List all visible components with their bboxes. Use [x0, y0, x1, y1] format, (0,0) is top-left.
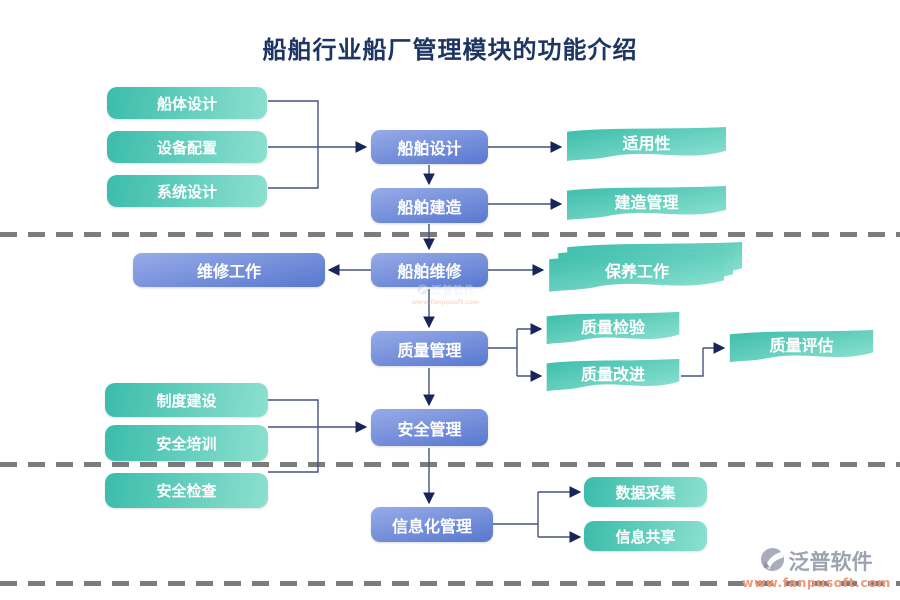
node-label: 质量管理: [397, 340, 462, 360]
node-label: 安全管理: [397, 419, 462, 439]
dashed-divider-3: [0, 581, 900, 586]
node-quality-check: 质量检验: [545, 311, 681, 347]
watermark-url: www.fanpusoft.com: [742, 575, 891, 590]
node-quality-improve: 质量改进: [545, 358, 681, 394]
node-data-collect: 数据采集: [584, 477, 707, 507]
node-applicability: 适用性: [565, 126, 728, 164]
node-label: 安全培训: [156, 434, 217, 453]
node-label: 安全检查: [156, 482, 217, 500]
node-ship-maintain: 船舶维修: [371, 253, 488, 287]
fanpu-logo-icon: [760, 547, 785, 576]
node-label: 船舶建造: [397, 197, 462, 217]
watermark-faint: 泛普软件 www.fanpusoft.com: [412, 280, 480, 307]
node-quality-mgmt: 质量管理: [371, 331, 488, 366]
node-quality-assess: 质量评估: [728, 329, 875, 365]
node-label: 系统设计: [156, 182, 217, 201]
node-label: 维修工作: [196, 262, 261, 281]
node-build-mgmt: 建造管理: [565, 185, 728, 223]
watermark: 泛普软件 www.fanpusoft.com: [742, 546, 891, 590]
node-upkeep-work: 保养工作: [547, 241, 747, 297]
node-safety-mgmt: 安全管理: [371, 409, 488, 446]
node-info-share: 信息共享: [584, 521, 707, 551]
node-label: 制度建设: [156, 391, 217, 410]
fanpu-logo-icon: [417, 280, 428, 299]
node-label: 船舶维修: [397, 262, 462, 281]
node-label: 船体设计: [156, 94, 217, 113]
page-title: 船舶行业船厂管理模块的功能介绍: [262, 36, 638, 64]
node-system-build: 制度建设: [105, 383, 268, 417]
node-label: 信息共享: [615, 527, 676, 546]
node-safety-check: 安全检查: [105, 473, 268, 508]
node-safety-train: 安全培训: [105, 425, 268, 461]
dashed-divider-2: [0, 462, 900, 467]
node-label: 船舶设计: [397, 139, 462, 158]
node-label: 数据采集: [615, 483, 676, 502]
node-hull-design: 船体设计: [107, 87, 267, 119]
node-repair-work: 维修工作: [133, 253, 325, 287]
node-system-design: 系统设计: [107, 175, 267, 207]
node-ship-design: 船舶设计: [371, 130, 488, 164]
dashed-divider-1: [0, 232, 900, 237]
node-ship-build: 船舶建造: [371, 188, 488, 223]
node-label: 建造管理: [614, 192, 679, 212]
node-equipment-config: 设备配置: [107, 131, 267, 163]
watermark-brand: 泛普软件: [430, 283, 475, 297]
node-label: 适用性: [622, 133, 671, 153]
watermark-url: www.fanpusoft.com: [412, 299, 480, 306]
node-label: 设备配置: [156, 138, 217, 157]
node-label: 质量检验: [580, 317, 645, 337]
watermark-brand: 泛普软件: [788, 550, 873, 574]
node-info-mgmt: 信息化管理: [371, 507, 493, 542]
node-label: 质量改进: [580, 364, 645, 384]
node-label: 质量评估: [769, 335, 834, 355]
node-label: 保养工作: [604, 262, 669, 281]
node-label: 信息化管理: [391, 516, 472, 536]
